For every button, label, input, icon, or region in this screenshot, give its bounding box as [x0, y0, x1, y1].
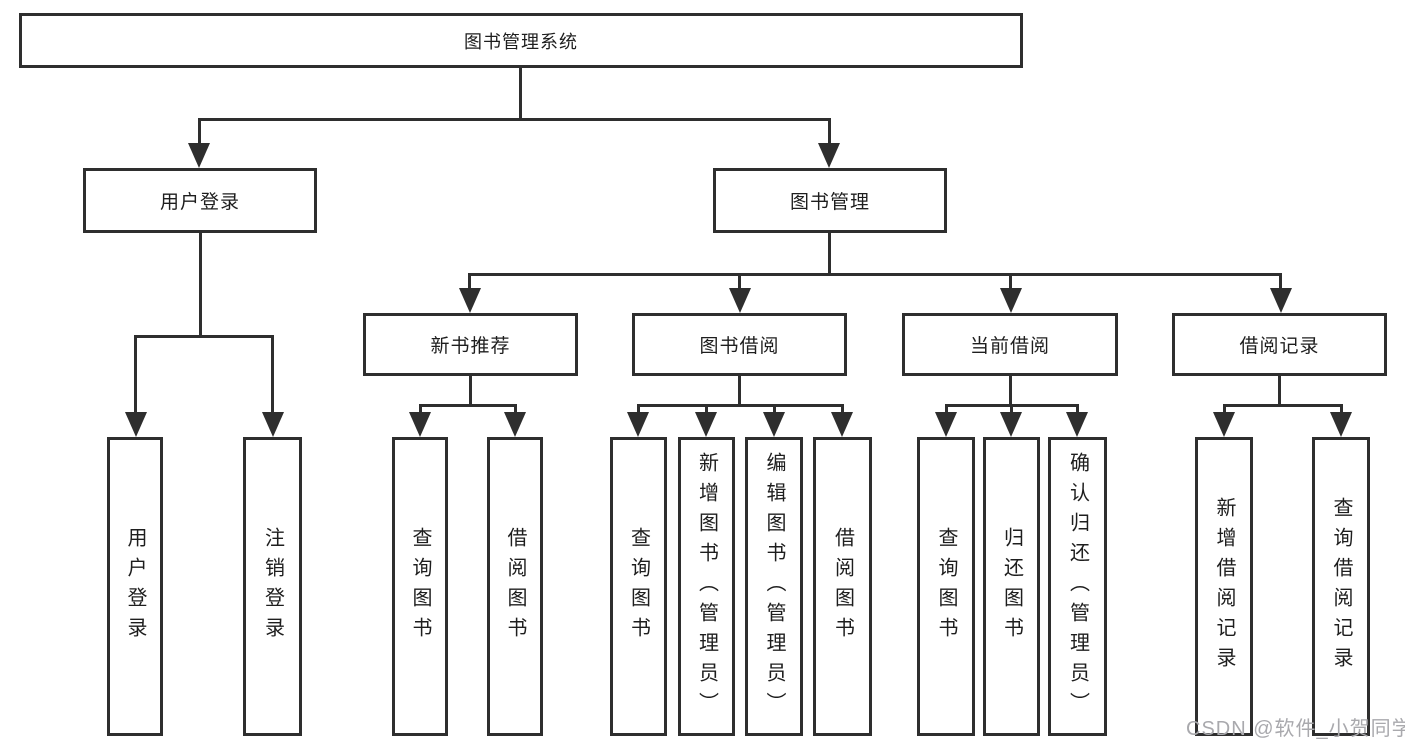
connector-line [738, 273, 741, 291]
connector-line [419, 404, 422, 414]
connector-line [198, 118, 831, 121]
arrow-down-icon [504, 412, 526, 437]
connector-line [637, 404, 844, 407]
node-library-management-system: 图书管理系统 [19, 13, 1023, 68]
node-new-book-recommendation: 新书推荐 [363, 313, 578, 376]
connector-line [134, 335, 274, 338]
arrow-down-icon [1066, 412, 1088, 437]
leaf-label: 确认归还（管理员） [1066, 451, 1089, 722]
leaf-label: 借阅图书 [504, 526, 526, 647]
leaf-label: 借阅图书 [831, 526, 854, 647]
arrow-down-icon [1213, 412, 1235, 437]
leaf-query-books-current: 查询图书 [917, 437, 975, 736]
node-borrowing-records: 借阅记录 [1172, 313, 1387, 376]
leaf-label: 查询图书 [935, 526, 957, 647]
arrow-down-icon [935, 412, 957, 437]
leaf-label: 注销登录 [261, 526, 284, 647]
connector-line [1010, 404, 1013, 414]
arrow-down-icon [188, 143, 210, 168]
node-label: 当前借阅 [969, 336, 1050, 357]
leaf-label: 新增图书（管理员） [695, 451, 718, 722]
node-label: 新书推荐 [430, 336, 511, 357]
connector-line [1223, 404, 1343, 407]
connector-line [738, 376, 741, 406]
leaf-return-books: 归还图书 [983, 437, 1040, 736]
node-user-login: 用户登录 [83, 168, 317, 233]
connector-line [1223, 404, 1226, 414]
arrow-down-icon [125, 412, 147, 437]
connector-line [199, 233, 202, 337]
leaf-edit-book-admin: 编辑图书（管理员） [745, 437, 803, 736]
connector-line [419, 404, 517, 407]
connector-line [1340, 404, 1343, 414]
connector-line [134, 335, 137, 413]
leaf-query-borrow-record: 查询借阅记录 [1312, 437, 1370, 736]
leaf-label: 用户登录 [124, 526, 146, 647]
leaf-label: 查询借阅记录 [1330, 496, 1352, 677]
node-label: 图书借阅 [699, 336, 780, 357]
arrow-down-icon [729, 288, 751, 313]
connector-line [1009, 273, 1012, 291]
node-book-management: 图书管理 [713, 168, 947, 233]
arrow-down-icon [763, 412, 785, 437]
leaf-borrow-books: 借阅图书 [813, 437, 872, 736]
connector-line [468, 273, 471, 291]
arrow-down-icon [1330, 412, 1352, 437]
leaf-label: 查询图书 [409, 526, 431, 647]
leaf-confirm-return-admin: 确认归还（管理员） [1048, 437, 1107, 736]
connector-line [1076, 404, 1079, 414]
leaf-query-books-recommend: 查询图书 [392, 437, 448, 736]
connector-line [1279, 273, 1282, 291]
arrow-down-icon [831, 412, 853, 437]
node-label: 图书管理系统 [464, 31, 578, 52]
leaf-add-book-admin: 新增图书（管理员） [678, 437, 735, 736]
connector-line [841, 404, 844, 414]
arrow-down-icon [818, 143, 840, 168]
arrow-down-icon [627, 412, 649, 437]
connector-line [1278, 376, 1281, 406]
connector-line [945, 404, 948, 414]
connector-line [1009, 376, 1012, 406]
leaf-borrow-books-recommend: 借阅图书 [487, 437, 543, 736]
connector-line [469, 376, 472, 406]
leaf-label: 新增借阅记录 [1213, 496, 1235, 677]
node-label: 借阅记录 [1239, 336, 1320, 357]
arrow-down-icon [1000, 288, 1022, 313]
leaf-query-books-borrow: 查询图书 [610, 437, 667, 736]
connector-line [828, 233, 831, 275]
connector-line [773, 404, 776, 414]
node-book-borrowing: 图书借阅 [632, 313, 847, 376]
arrow-down-icon [262, 412, 284, 437]
arrow-down-icon [695, 412, 717, 437]
connector-line [705, 404, 708, 414]
node-label: 图书管理 [789, 192, 870, 213]
arrow-down-icon [409, 412, 431, 437]
connector-line [828, 118, 831, 146]
leaf-label: 归还图书 [1000, 526, 1023, 647]
connector-line [198, 118, 201, 146]
connector-line [468, 273, 1282, 276]
leaf-label: 编辑图书（管理员） [763, 451, 785, 722]
csdn-watermark: CSDN @软件_小贺同学 [1186, 718, 1405, 740]
node-current-borrowing: 当前借阅 [902, 313, 1118, 376]
node-label: 用户登录 [159, 192, 240, 213]
leaf-user-login: 用户登录 [107, 437, 163, 736]
leaf-label: 查询图书 [627, 526, 650, 647]
leaf-logout: 注销登录 [243, 437, 302, 736]
connector-line [271, 335, 274, 413]
arrow-down-icon [459, 288, 481, 313]
connector-line [637, 404, 640, 414]
connector-line [519, 68, 522, 120]
leaf-add-borrow-record: 新增借阅记录 [1195, 437, 1253, 736]
arrow-down-icon [1000, 412, 1022, 437]
connector-line [514, 404, 517, 414]
arrow-down-icon [1270, 288, 1292, 313]
